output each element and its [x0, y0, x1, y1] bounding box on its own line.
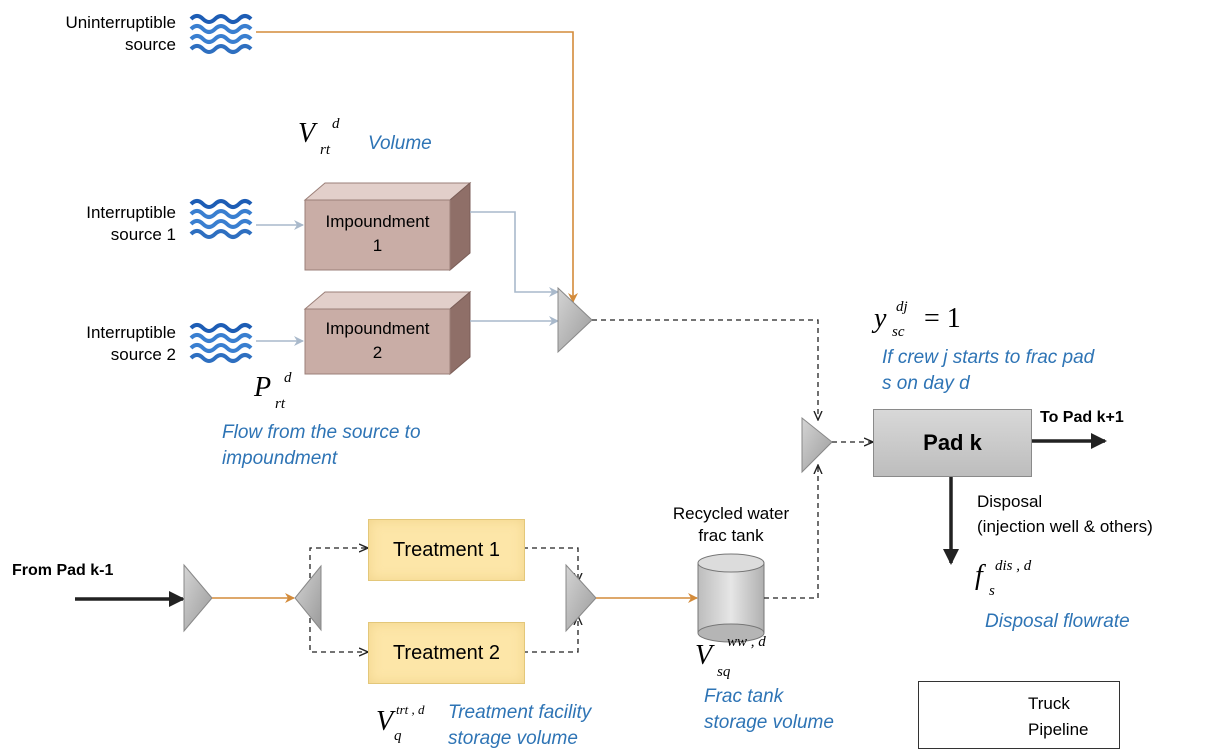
math-volume-impoundment-symbol: V	[298, 118, 316, 149]
frac-tank-label: Recycled water frac tank	[672, 504, 790, 545]
pad-mixer-node	[801, 416, 833, 474]
dashed-treatment1-to-combiner	[523, 547, 578, 582]
uninterruptible-source-label: Uninterruptible source	[65, 13, 176, 54]
legend	[918, 681, 1120, 749]
math-frac-tank-volume-sup: ww , d	[727, 634, 766, 650]
disposal-label: Disposal (injection well & others)	[977, 492, 1153, 536]
crew-description: If crew j starts to frac pad s on day d	[882, 347, 1095, 394]
input-node	[183, 563, 213, 633]
math-treatment-volume-sub: q	[394, 728, 402, 744]
math-crew-start: y dj sc = 1	[874, 299, 1004, 343]
dashed-treatment2-to-combiner	[523, 616, 578, 653]
to-next-pad-label: To Pad k+1	[1040, 409, 1124, 426]
treatment-2-box: Treatment 2	[368, 622, 525, 684]
math-disposal-flow: f dis , d s	[975, 558, 1095, 600]
legend-truck-label: Truck	[1028, 694, 1070, 713]
legend-pipeline-label: Pipeline	[1028, 720, 1089, 739]
pad-label: Pad k	[923, 430, 982, 455]
impoundment-1-box	[303, 181, 472, 272]
interruptible-2-water-icon	[189, 323, 253, 363]
interruptible-source-2-label: Interruptible source 2	[86, 323, 176, 364]
combiner-node	[565, 563, 597, 633]
math-volume-impoundment-sup: d	[332, 116, 340, 132]
treatment-1-box: Treatment 1	[368, 519, 525, 581]
truck-line-uninterruptible	[256, 31, 578, 303]
splitter-node	[294, 564, 322, 632]
dashed-mixer-to-pad-mixer	[592, 319, 818, 420]
treatment-2-label: Treatment 2	[392, 641, 501, 664]
from-previous-pad-label: From Pad k-1	[12, 562, 114, 579]
math-disposal-flow-sup: dis , d	[995, 558, 1032, 574]
frac-tank-storage-description: Frac tank storage volume	[704, 686, 834, 733]
treatment-storage-description: Treatment facility storage volume	[448, 702, 592, 749]
dashed-frac-tank-to-pad-mixer	[764, 465, 818, 599]
dashed-splitter-to-treatment2	[309, 618, 368, 652]
math-disposal-flow-sub: s	[989, 583, 995, 599]
math-disposal-flow-symbol: f	[975, 560, 983, 591]
math-flow-source-sup: d	[284, 370, 292, 386]
uninterruptible-water-icon	[189, 14, 253, 54]
disposal-flowrate-description: Disposal flowrate	[985, 611, 1130, 632]
math-volume-impoundment: V d rt	[298, 116, 368, 158]
math-frac-tank-volume: V ww , d sq	[695, 634, 805, 680]
math-frac-tank-volume-symbol: V	[695, 640, 713, 671]
math-flow-source-sub: rt	[275, 396, 286, 412]
impoundment-2-box	[303, 290, 472, 376]
impoundment-2-label: Impoundment 2	[325, 319, 430, 362]
pad-box: Pad k	[873, 409, 1032, 477]
math-flow-source: P d rt	[254, 370, 324, 412]
impoundment-1-label: Impoundment 1	[325, 212, 430, 255]
math-treatment-volume-symbol: V	[376, 706, 394, 737]
dashed-splitter-to-treatment1	[309, 548, 368, 578]
math-treatment-volume: V trt , d q	[376, 702, 446, 746]
pipeline-impoundment1-mixer	[470, 211, 559, 297]
mixer-node-top	[557, 286, 593, 354]
math-volume-impoundment-sub: rt	[320, 142, 331, 158]
interruptible-source-1-label: Interruptible source 1	[86, 203, 176, 244]
interruptible-1-water-icon	[189, 199, 253, 239]
math-treatment-volume-sup: trt , d	[396, 702, 425, 717]
math-crew-start-sup: dj	[896, 299, 908, 315]
frac-tank	[697, 553, 765, 643]
volume-description: Volume	[368, 133, 432, 154]
treatment-1-label: Treatment 1	[392, 538, 501, 561]
math-crew-start-sub: sc	[892, 324, 905, 340]
math-flow-source-symbol: P	[254, 372, 272, 403]
math-frac-tank-volume-sub: sq	[717, 664, 731, 680]
math-crew-start-rhs: = 1	[924, 303, 961, 334]
flow-description: Flow from the source to impoundment	[222, 422, 421, 469]
math-crew-start-symbol: y	[874, 303, 887, 334]
